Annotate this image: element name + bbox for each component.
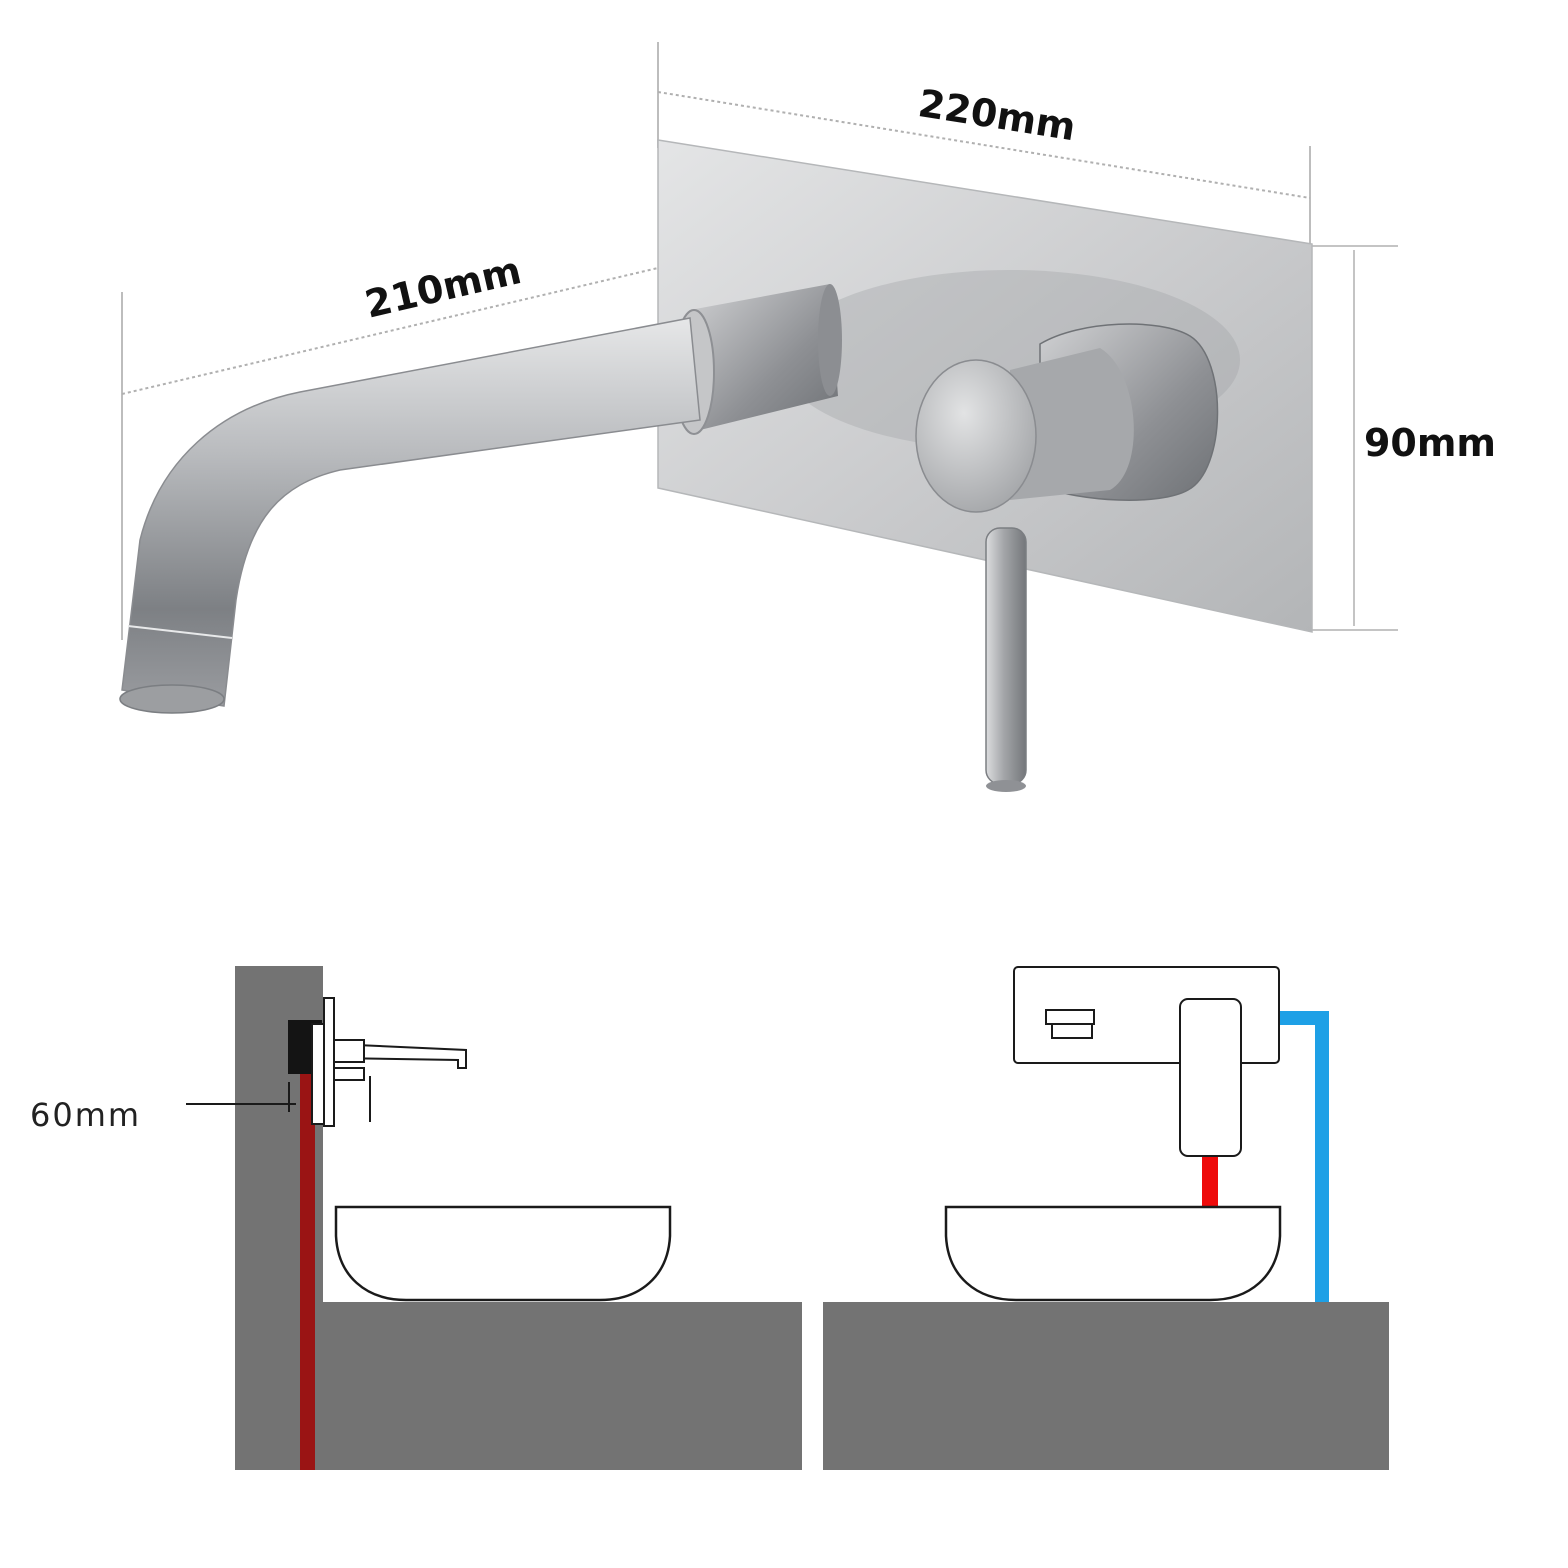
counter-right: [823, 1302, 1389, 1470]
dimension-220: [657, 42, 1311, 246]
dimension-label-60: 60mm: [30, 1096, 141, 1134]
cold-water-pipe: [1280, 1011, 1329, 1302]
hot-water-pipe-front: [1202, 1154, 1218, 1208]
faucet-illustration: 220mm 210mm 90mm: [119, 42, 1496, 792]
hot-water-pipe-side: [300, 1072, 315, 1470]
dimension-90: [1312, 245, 1398, 631]
front-view-diagram: [823, 966, 1389, 1470]
spout-pipe: [121, 317, 701, 707]
counter-left: [235, 1302, 802, 1470]
mixer-body: [1010, 323, 1219, 501]
mixer-cap: [915, 359, 1037, 513]
lever-outline-side: [333, 1067, 365, 1081]
basin-side: [334, 1205, 672, 1302]
spout-ring-line: [127, 625, 233, 639]
spout-collar-side: [333, 1039, 365, 1063]
spout-outline-side: [333, 1043, 467, 1069]
side-section-diagram: 60mm: [30, 966, 802, 1470]
dimension-label-220: 220mm: [915, 81, 1078, 149]
lever-handle: [985, 527, 1027, 792]
spout-outlet-front: [1045, 1009, 1095, 1025]
dimension-label-210: 210mm: [361, 248, 525, 327]
lever-front: [1179, 998, 1242, 1157]
spout-outlet: [119, 684, 225, 714]
cover-plate-side: [323, 997, 335, 1127]
dimension-label-90: 90mm: [1364, 421, 1496, 465]
spout-base-front: [1051, 1023, 1093, 1039]
basin-front: [944, 1205, 1282, 1302]
